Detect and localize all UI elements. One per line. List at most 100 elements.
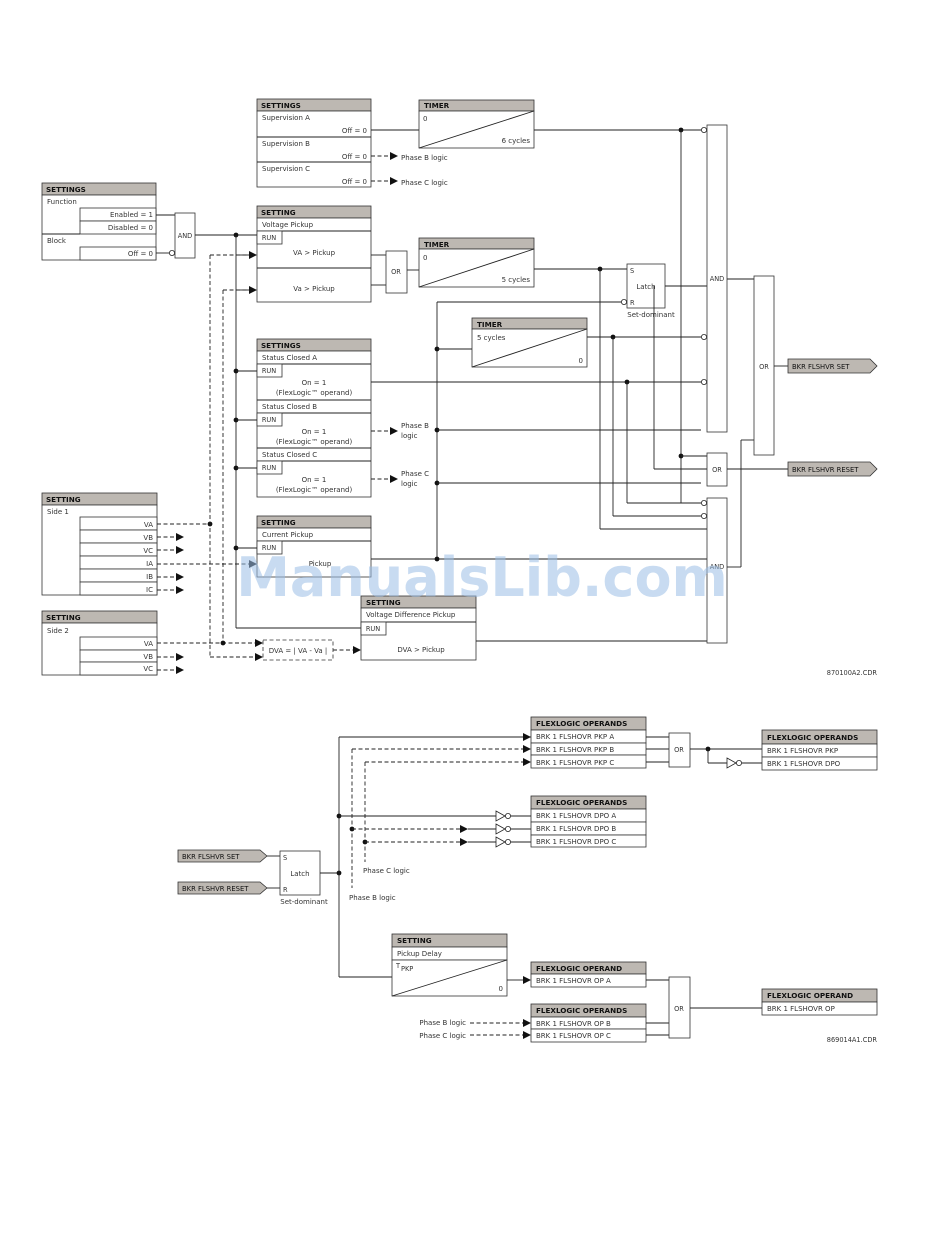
supervision-c-value: Off = 0 — [342, 178, 367, 186]
vdiff-title: Voltage Difference Pickup — [366, 611, 456, 619]
voltage-difference-block: SETTING Voltage Difference Pickup RUN DV… — [360, 595, 477, 661]
pickup-delay-pkp: PKP — [401, 965, 413, 973]
current-pickup-line: Pickup — [309, 560, 332, 568]
status-closed-block: SETTINGS Status Closed A RUN On = 1 (Fle… — [256, 338, 372, 498]
function-settings-header: SETTINGS — [46, 185, 86, 194]
op-output-block: FLEXLOGIC OPERAND BRK 1 FLSHOVR OP — [761, 988, 878, 1016]
status-closed-a-on: On = 1 — [302, 379, 327, 387]
op-phase-b-in: Phase B logic — [419, 1019, 466, 1027]
timer-5b-end: 0 — [579, 357, 583, 365]
side1-vb: VB — [143, 534, 153, 542]
side1-ib: IB — [146, 573, 153, 581]
status-closed-header: SETTINGS — [261, 341, 301, 350]
op-a-block: FLEXLOGIC OPERAND BRK 1 FLSHOVR OP A — [530, 961, 647, 988]
side1-header: SETTING — [46, 495, 81, 504]
function-enabled: Enabled = 1 — [110, 211, 153, 219]
current-pickup-run: RUN — [262, 544, 276, 552]
timer-5-dropout: TIMER 5 cycles 0 — [471, 317, 588, 368]
bkr-flshvr-set-label: BKR FLSHVR SET — [792, 363, 850, 371]
function-label: Function — [47, 198, 77, 206]
pickup-delay-title: Pickup Delay — [397, 950, 442, 958]
timer-6-header: TIMER — [424, 101, 450, 110]
timer-5b-header: TIMER — [477, 320, 503, 329]
timer-5-header: TIMER — [424, 240, 450, 249]
main-and-gate — [706, 124, 728, 433]
dpo-operands-block: FLEXLOGIC OPERANDS BRK 1 FLSHOVR DPO A B… — [530, 795, 647, 848]
bkr-flshvr-set-output — [787, 358, 878, 374]
reset-or-label: OR — [712, 466, 722, 474]
side1-va: VA — [144, 521, 153, 529]
status-closed-b-on: On = 1 — [302, 428, 327, 436]
pkp-output-header: FLEXLOGIC OPERANDS — [767, 733, 858, 742]
timer-5-cycles: TIMER 0 5 cycles — [418, 237, 535, 288]
bottom-set-input-label: BKR FLSHVR SET — [182, 853, 240, 861]
voltage-or-label: OR — [391, 268, 401, 276]
op-output-row: BRK 1 FLSHOVR OP — [767, 1005, 835, 1013]
latch-top-caption: Set-dominant — [627, 311, 675, 319]
op-bc-header: FLEXLOGIC OPERANDS — [536, 1006, 627, 1015]
vdiff-run: RUN — [366, 625, 380, 633]
status-closed-b-title: Status Closed B — [262, 403, 317, 411]
voltage-pickup-block: SETTING Voltage Pickup RUN VA > Pickup V… — [256, 205, 372, 303]
op-or-label: OR — [674, 1005, 684, 1013]
supervision-a-label: Supervision A — [262, 114, 310, 122]
block-value: Off = 0 — [128, 250, 153, 258]
bottom-phase-c-logic: Phase C logic — [363, 867, 410, 875]
side1-title: Side 1 — [47, 508, 69, 516]
function-and-gate — [174, 212, 196, 259]
dpo-a: BRK 1 FLSHOVR DPO A — [536, 812, 616, 820]
dpo-c: BRK 1 FLSHOVR DPO C — [536, 838, 616, 846]
set-or-gate — [753, 275, 775, 456]
voltage-pickup-title: Voltage Pickup — [262, 221, 314, 229]
voltage-pickup-run: RUN — [262, 234, 276, 242]
supervision-b-label: Supervision B — [262, 140, 310, 148]
timer-6-cycles: TIMER 0 6 cycles — [418, 99, 535, 149]
latch-top: S R Latch Set-dominant — [626, 263, 675, 319]
current-pickup-title: Current Pickup — [262, 531, 314, 539]
op-output-header: FLEXLOGIC OPERAND — [767, 991, 853, 1000]
lower-and-label: AND — [710, 563, 725, 571]
pkp-operands-header: FLEXLOGIC OPERANDS — [536, 719, 627, 728]
vdiff-line: DVA > Pickup — [397, 646, 445, 654]
dpo-operands-header: FLEXLOGIC OPERANDS — [536, 798, 627, 807]
bottom-phase-b-logic: Phase B logic — [349, 894, 396, 902]
status-phase-c-note-2: logic — [401, 480, 418, 488]
pkp-or-label: OR — [674, 746, 684, 754]
status-phase-b-note-1: Phase B — [401, 422, 429, 430]
status-phase-b-note-2: logic — [401, 432, 418, 440]
op-c-row: BRK 1 FLSHOVR OP C — [536, 1032, 611, 1040]
side1-ia: IA — [146, 560, 153, 568]
bkr-flshvr-reset-output — [787, 461, 878, 477]
latch-top-s: S — [630, 267, 634, 275]
status-closed-c-operand: (FlexLogic™ operand) — [276, 486, 353, 494]
timer-6-start: 0 — [423, 115, 427, 123]
status-phase-c-note-1: Phase C — [401, 470, 429, 478]
top-diagram-ref: 870100A2.CDR — [827, 669, 878, 677]
latch-bottom: S R Latch Set-dominant — [279, 850, 328, 906]
lower-and-gate — [706, 497, 728, 644]
status-closed-c-run: RUN — [262, 464, 276, 472]
pkp-a: BRK 1 FLSHOVR PKP A — [536, 733, 614, 741]
pkp-output-block: FLEXLOGIC OPERANDS BRK 1 FLSHOVR PKP BRK… — [761, 729, 878, 771]
voltage-or-gate — [385, 250, 408, 294]
supervision-c-label: Supervision C — [262, 165, 310, 173]
latch-bottom-s: S — [283, 854, 287, 862]
status-closed-b-run: RUN — [262, 416, 276, 424]
timer-5b-start: 5 cycles — [477, 334, 506, 342]
voltage-pickup-header: SETTING — [261, 208, 296, 217]
vdiff-header: SETTING — [366, 598, 401, 607]
supervision-phase-c-note: Phase C logic — [401, 179, 448, 187]
voltage-pickup-line1: VA > Pickup — [293, 249, 336, 257]
main-and-label: AND — [710, 275, 725, 283]
status-closed-b-operand: (FlexLogic™ operand) — [276, 438, 353, 446]
side2-vc: VC — [143, 665, 153, 673]
voltage-pickup-line2: Va > Pickup — [293, 285, 335, 293]
latch-bottom-caption: Set-dominant — [280, 898, 328, 906]
op-phase-c-in: Phase C logic — [419, 1032, 466, 1040]
supervision-phase-b-note: Phase B logic — [401, 154, 448, 162]
pickup-delay-end: 0 — [499, 985, 503, 993]
side2-va: VA — [144, 640, 153, 648]
side1-vc: VC — [143, 547, 153, 555]
pickup-delay-t: T — [395, 962, 401, 970]
